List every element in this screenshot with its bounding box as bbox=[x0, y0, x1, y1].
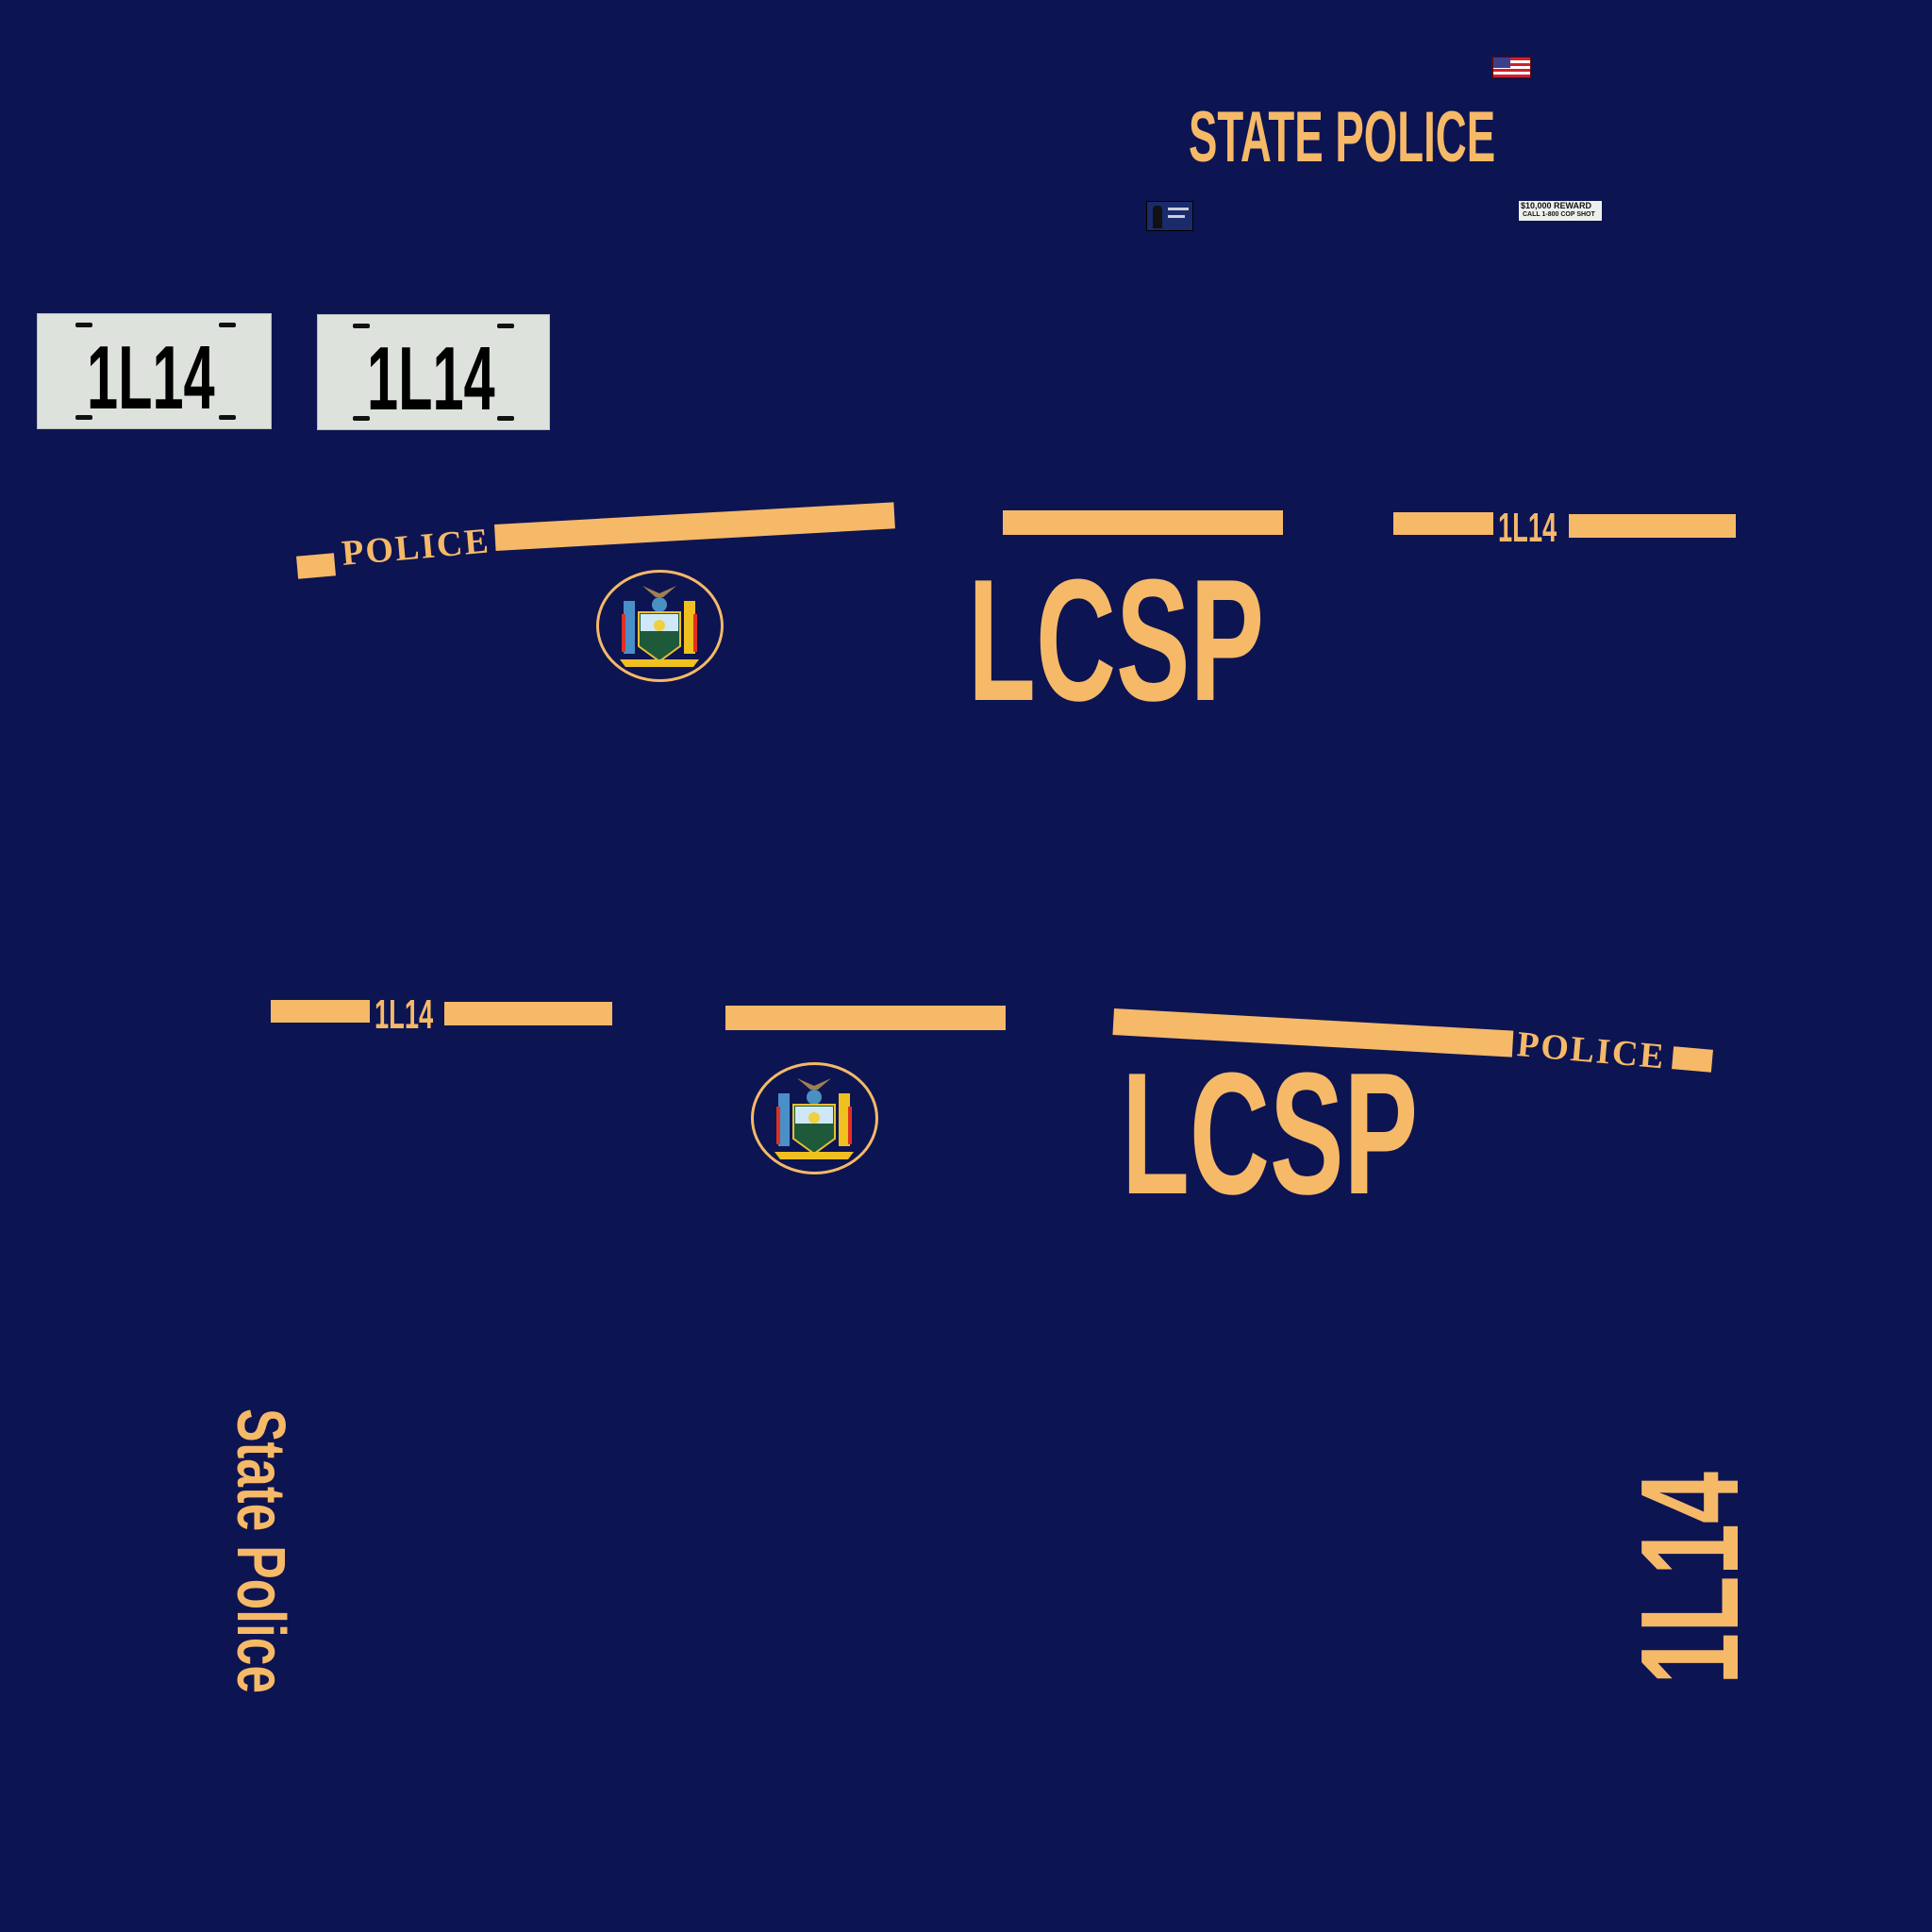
us-flag-icon bbox=[1491, 57, 1531, 78]
license-plate-rear: 1L14 bbox=[317, 314, 550, 430]
reward-sticker: $10,000 REWARD CALL 1-800 COP SHOT bbox=[1519, 201, 1602, 221]
reward-line1: $10,000 REWARD bbox=[1521, 201, 1592, 210]
unit-lettering: LCSP bbox=[1122, 1036, 1419, 1230]
plate-number: 1L14 bbox=[87, 327, 215, 428]
ny-state-seal-icon bbox=[595, 569, 724, 688]
stripe bbox=[444, 1002, 612, 1025]
plate-number: 1L14 bbox=[367, 328, 495, 429]
stripe bbox=[1569, 514, 1736, 538]
ny-state-seal-icon bbox=[750, 1061, 879, 1180]
unit-lettering: LCSP bbox=[968, 542, 1265, 737]
car-number-vertical: 1L14 bbox=[1612, 1471, 1768, 1685]
state-police-title: STATE POLICE bbox=[1189, 102, 1700, 174]
stripe bbox=[725, 1006, 1006, 1030]
state-police-vertical: State Police bbox=[223, 1408, 298, 1694]
reward-line2: CALL 1-800 COP SHOT bbox=[1523, 211, 1595, 218]
stripe-slanted bbox=[494, 502, 895, 551]
car-number-small: 1L14 bbox=[375, 991, 434, 1038]
police-stripe-text: POLICE bbox=[340, 521, 492, 574]
car-number-small: 1L14 bbox=[1498, 505, 1557, 551]
stripe bbox=[1393, 512, 1493, 535]
stripe bbox=[1003, 510, 1283, 535]
license-plate-front: 1L14 bbox=[37, 313, 272, 429]
photo-sticker-icon bbox=[1146, 201, 1193, 231]
stripe bbox=[271, 1000, 370, 1023]
title-text: STATE POLICE bbox=[1189, 97, 1496, 177]
stripe-block bbox=[1672, 1046, 1713, 1073]
stripe-block bbox=[296, 553, 336, 579]
